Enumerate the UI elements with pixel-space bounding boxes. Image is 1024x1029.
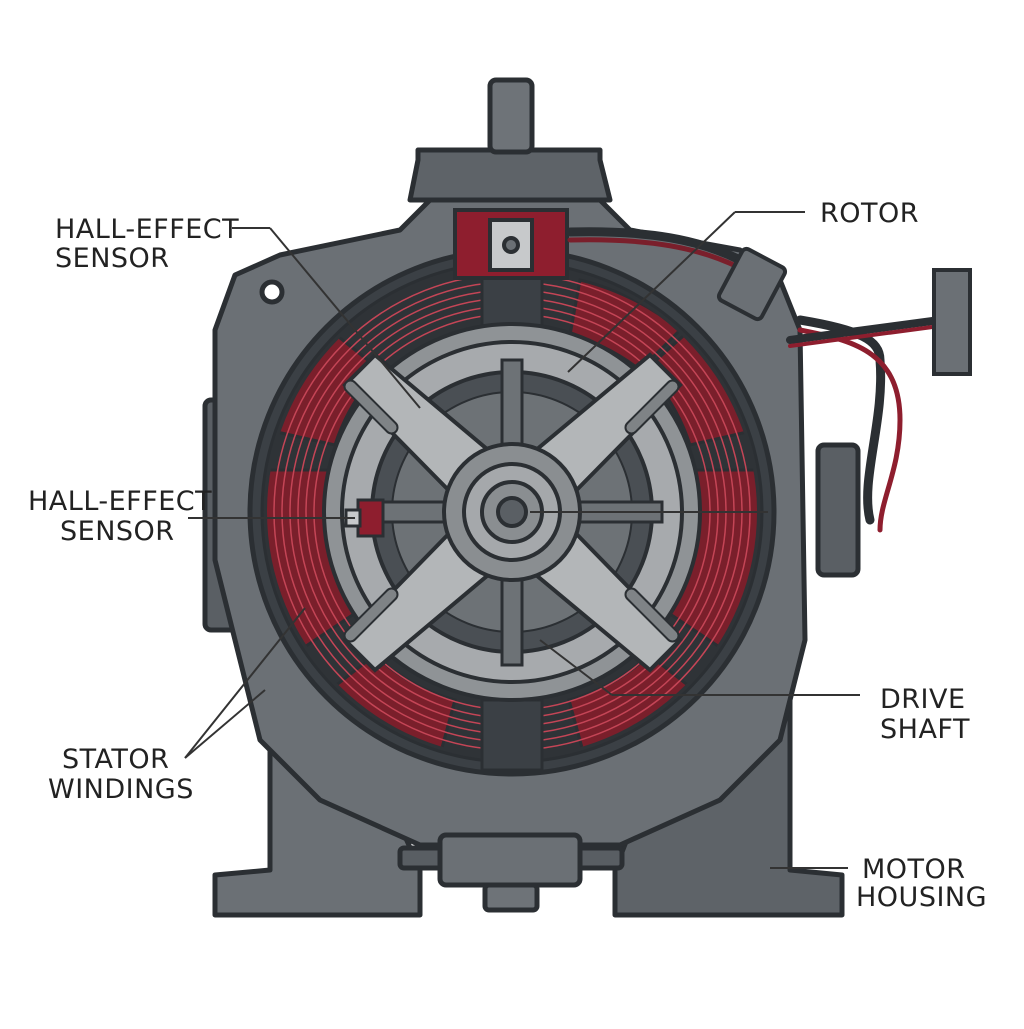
label-hall-sensor-top: HALL-EFFECT SENSOR	[55, 214, 239, 274]
rotor-assembly	[322, 322, 702, 702]
label-hall-sensor-left: HALL-EFFECT SENSOR	[28, 486, 212, 547]
label-hall-sensor-top-line1: HALL-EFFECT	[55, 214, 239, 245]
label-hall-sensor-left-line1: HALL-EFFECT	[28, 486, 212, 517]
wire-connector	[716, 246, 972, 376]
label-motor-housing-line2: HOUSING	[856, 882, 987, 913]
label-hall-sensor-top-line2: SENSOR	[55, 243, 170, 274]
hall-sensor-left	[344, 498, 385, 538]
label-stator-windings-line2: WINDINGS	[48, 774, 194, 805]
label-hall-sensor-left-line2: SENSOR	[60, 516, 175, 547]
label-motor-housing: MOTOR HOUSING	[856, 854, 987, 913]
hall-sensor-top	[453, 208, 569, 280]
label-drive-shaft-line1: DRIVE	[880, 684, 966, 715]
leader-lines	[184, 211, 860, 869]
wire-harness	[565, 227, 944, 533]
label-drive-shaft: DRIVE SHAFT	[880, 684, 970, 745]
label-stator-windings: STATOR WINDINGS	[48, 744, 194, 805]
label-rotor-line1: ROTOR	[820, 198, 919, 229]
label-stator-windings-line1: STATOR	[62, 744, 169, 775]
label-rotor: ROTOR	[820, 198, 919, 229]
label-drive-shaft-line2: SHAFT	[880, 714, 970, 745]
label-motor-housing-line1: MOTOR	[862, 854, 966, 885]
